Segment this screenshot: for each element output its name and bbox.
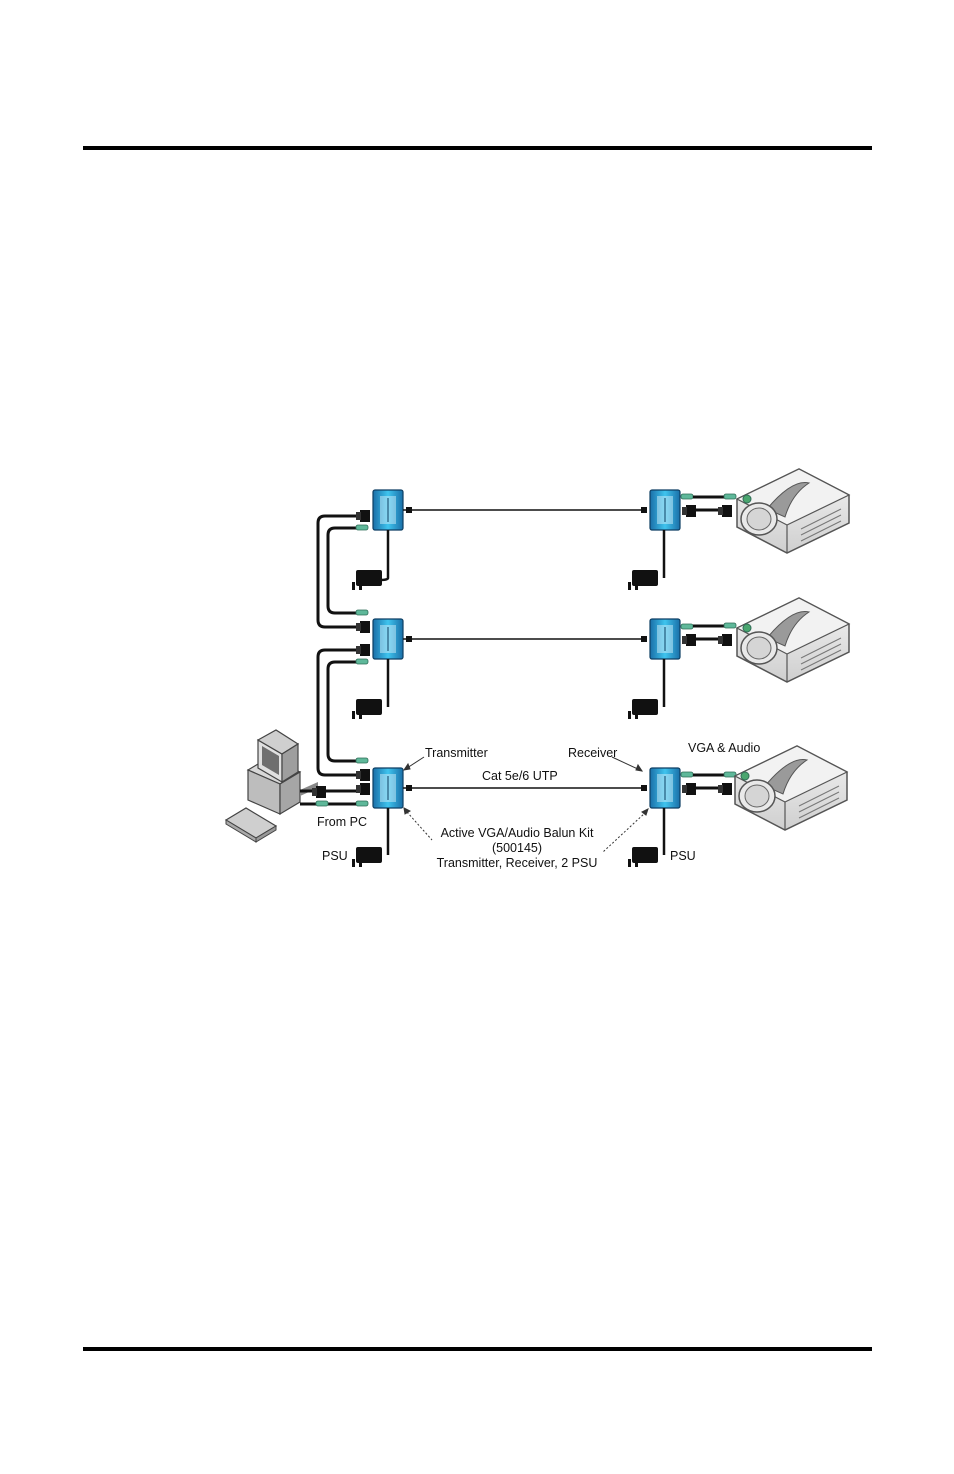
psu-1-tx bbox=[352, 570, 382, 590]
row-3 bbox=[352, 746, 847, 867]
daisy-chain-cables bbox=[318, 516, 356, 775]
label-kit-contents: Transmitter, Receiver, 2 PSU bbox=[437, 856, 598, 870]
label-cable: Cat 5e/6 UTP bbox=[482, 769, 558, 783]
label-kit-name: Active VGA/Audio Balun Kit bbox=[441, 826, 594, 840]
transmitter-1-balun bbox=[373, 490, 403, 530]
psu-3-tx bbox=[352, 847, 382, 867]
transmitter-3-balun bbox=[373, 768, 403, 808]
projector-3 bbox=[735, 746, 847, 830]
receiver-2-balun bbox=[650, 619, 680, 659]
psu-1-rx bbox=[628, 570, 658, 590]
row-1 bbox=[352, 469, 849, 590]
label-transmitter: Transmitter bbox=[425, 746, 488, 760]
projector-1 bbox=[737, 469, 849, 553]
label-kit-code: (500145) bbox=[492, 841, 542, 855]
label-vga-audio: VGA & Audio bbox=[688, 741, 760, 755]
receiver-3-balun bbox=[650, 768, 680, 808]
label-psu-left: PSU bbox=[322, 849, 348, 863]
label-psu-right: PSU bbox=[670, 849, 696, 863]
row-2 bbox=[352, 598, 849, 719]
label-receiver: Receiver bbox=[568, 746, 617, 760]
label-from-pc: From PC bbox=[317, 815, 367, 829]
projector-2 bbox=[737, 598, 849, 682]
psu-3-rx bbox=[628, 847, 658, 867]
receiver-1-balun bbox=[650, 490, 680, 530]
psu-2-rx bbox=[628, 699, 658, 719]
transmitter-2-balun bbox=[373, 619, 403, 659]
psu-2-tx bbox=[352, 699, 382, 719]
pc-icon bbox=[226, 730, 318, 842]
